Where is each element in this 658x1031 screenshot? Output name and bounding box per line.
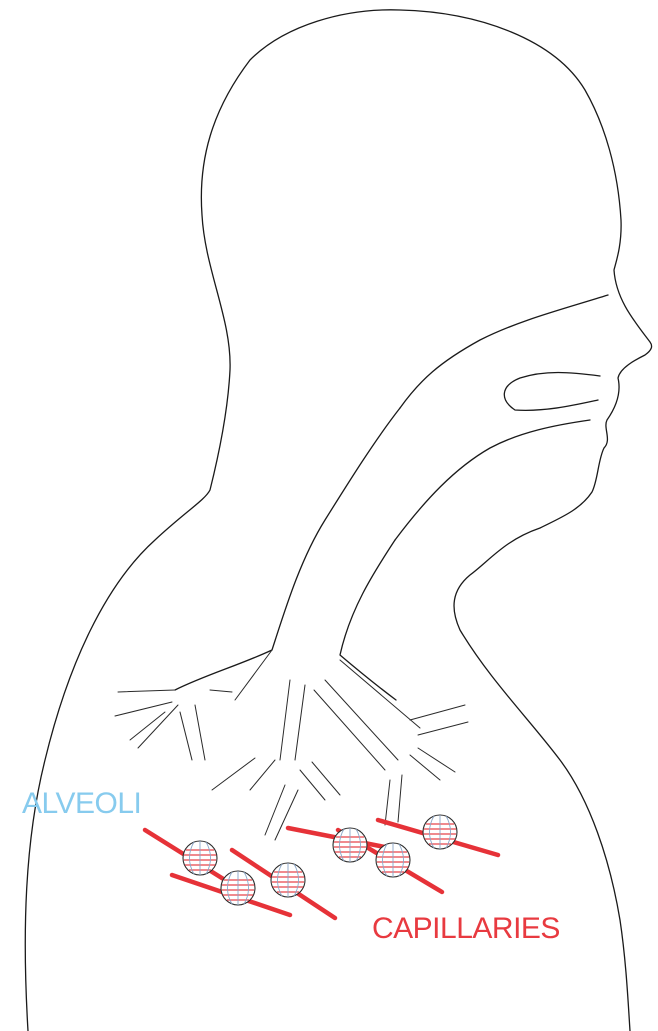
trachea-right-wall	[340, 540, 396, 700]
nasal-passage	[400, 295, 608, 408]
capillaries-label: CAPILLARIES	[372, 912, 560, 946]
alveolus	[183, 841, 217, 875]
pharynx-lower	[395, 420, 590, 540]
alveoli-label: ALVEOLI	[22, 787, 141, 821]
alveolus	[221, 871, 255, 905]
alveolus	[423, 815, 457, 849]
alveolus	[271, 863, 305, 897]
body-silhouette	[25, 10, 651, 1031]
mouth-cavity	[504, 373, 600, 411]
alveolus	[333, 828, 367, 862]
bronchial-tree	[115, 650, 468, 840]
trachea-left-wall	[175, 408, 400, 690]
alveolus	[376, 843, 410, 877]
alveoli-group	[183, 815, 457, 905]
